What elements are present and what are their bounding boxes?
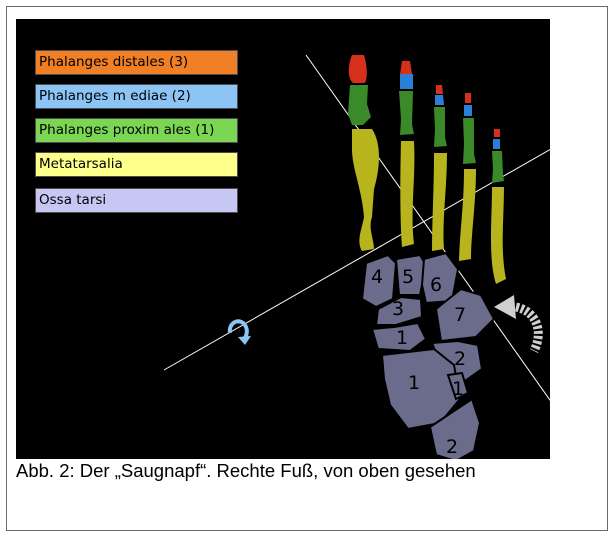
metatarsal-2 [400,141,414,247]
legend-label: Ossa tarsi [39,192,106,208]
foot-diagram-panel: 4 5 6 3 7 1 2 1 1 2 Phalanges distales (… [16,19,550,459]
distal-phalanx-2 [400,61,412,74]
medial-phalanx-5 [493,139,500,149]
distal-phalanx-4 [465,93,471,103]
metatarsal-3 [432,153,447,251]
bone-label-3: 3 [392,298,404,320]
bone-label-7: 7 [454,304,466,326]
metatarsal-5 [491,187,506,284]
bone-label-1-upper: 1 [396,327,408,349]
figure-caption: Abb. 2: Der „Saugnapf“. Rechte Fuß, von … [16,460,606,482]
medial-phalanx-3 [435,95,444,105]
legend-label: Metatarsalia [39,156,123,172]
legend-metatarsalia: Metatarsalia [35,152,238,177]
legend-label: Phalanges proxim ales (1) [39,122,214,138]
distal-phalanx-5 [494,129,500,137]
toe-5 [491,129,506,284]
rotation-arrow-icon [230,321,251,345]
legend-label: Phalanges distales (3) [39,54,188,70]
toe-2 [399,61,414,247]
medial-phalanx-2 [400,74,413,89]
bone-label-2-upper: 2 [454,348,466,370]
bone-label-6: 6 [430,274,442,296]
bone-label-2-lower: 2 [446,436,458,458]
metatarsal-4 [459,169,476,261]
distal-phalanx-1 [349,55,367,83]
legend-label: Phalanges m ediae (2) [39,88,191,104]
bone-label-1-small: 1 [452,378,464,400]
proximal-phalanx-3 [434,107,447,147]
legend-phalanges-distales: Phalanges distales (3) [35,50,238,75]
bone-label-5: 5 [402,266,414,288]
bone-label-1-lower: 1 [408,372,420,394]
curved-arrow-icon [494,295,538,351]
proximal-phalanx-2 [399,91,414,135]
toe-1 [348,55,379,251]
toe-3 [432,85,447,251]
bone-label-4: 4 [371,266,383,288]
legend-phalanges-proximales: Phalanges proxim ales (1) [35,118,238,143]
distal-phalanx-3 [436,85,443,94]
metatarsal-1 [352,129,379,251]
legend-ossa-tarsi: Ossa tarsi [35,188,238,213]
toe-4 [459,93,476,261]
medial-phalanx-4 [464,105,472,116]
legend-phalanges-mediae: Phalanges m ediae (2) [35,84,238,109]
proximal-phalanx-1 [348,85,371,125]
proximal-phalanx-4 [463,118,476,164]
proximal-phalanx-5 [492,151,504,183]
